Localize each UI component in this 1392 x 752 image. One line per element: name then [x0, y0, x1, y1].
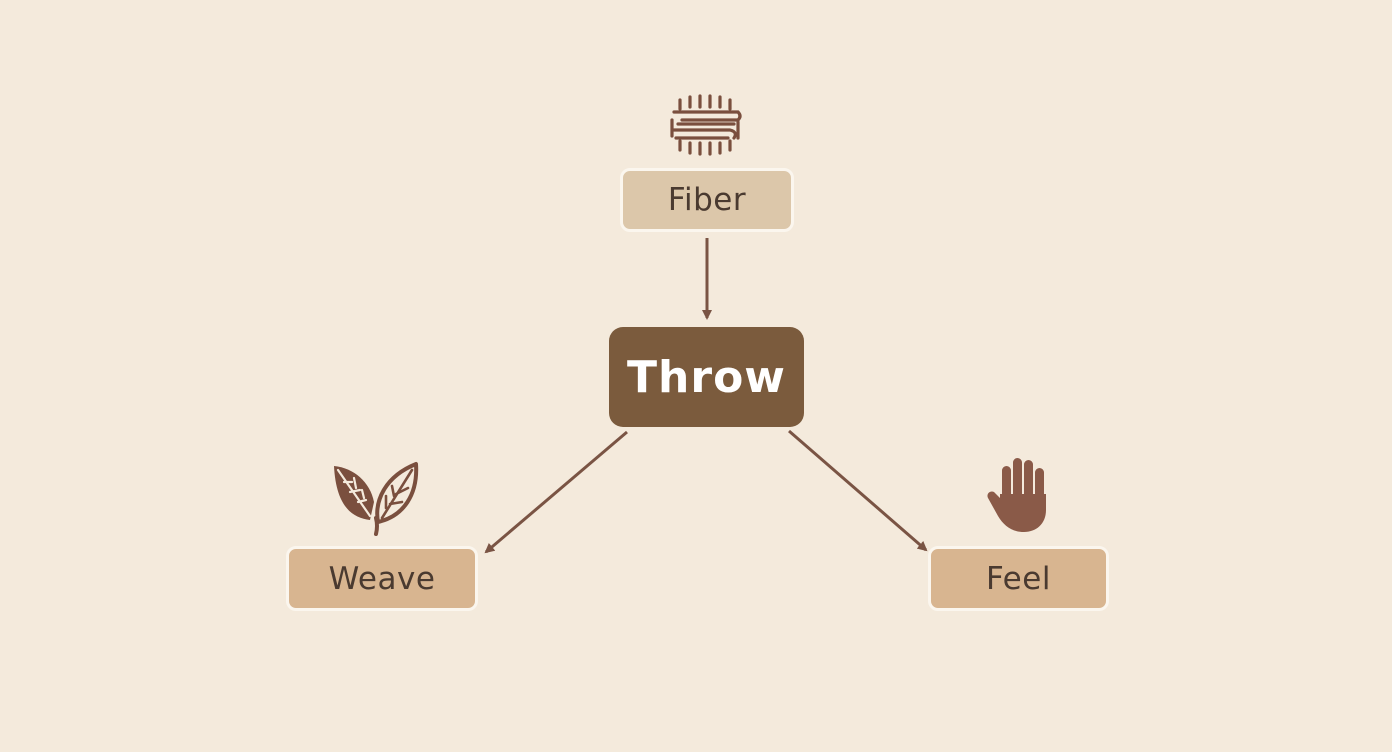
fiber-label: Fiber: [667, 182, 747, 218]
feel-node: Feel: [928, 546, 1109, 611]
weave-label: Weave: [328, 560, 436, 597]
throw-label: Throw: [627, 351, 786, 403]
weave-node: Weave: [286, 546, 478, 611]
feel-label: Feel: [986, 560, 1051, 597]
leaf-icon: [334, 462, 419, 536]
arrow-throw-to-feel: [788, 429, 928, 552]
fiber-icon: [670, 94, 742, 156]
hand-icon: [987, 458, 1046, 532]
fiber-node: Fiber: [620, 168, 794, 232]
throw-node: Throw: [609, 327, 804, 427]
arrow-throw-to-weave: [484, 430, 628, 554]
